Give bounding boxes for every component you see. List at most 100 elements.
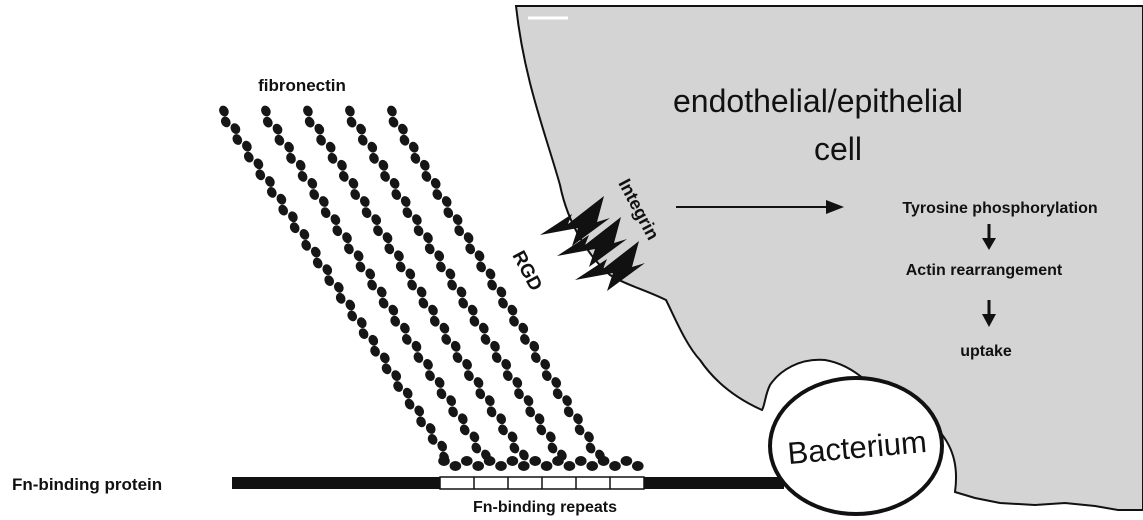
fibronectin-bead: [472, 375, 485, 389]
fibronectin-bead: [456, 412, 469, 426]
fibronectin-bead: [445, 393, 458, 407]
fibronectin-bead: [217, 104, 230, 118]
fibronectin-bead: [404, 267, 417, 281]
fibronectin-bead: [334, 291, 347, 305]
fibronectin-bound-bead: [632, 461, 644, 471]
fibronectin-bead: [306, 176, 319, 190]
fibronectin-bead: [252, 157, 265, 171]
fibronectin-bead: [458, 423, 471, 437]
cell-label-line2: cell: [814, 131, 862, 167]
fibronectin-bead: [424, 421, 437, 435]
fibronectin-bead: [421, 357, 434, 371]
fibronectin-bead: [301, 104, 314, 118]
fibronectin-bead: [511, 375, 524, 389]
fibronectin-bead: [410, 339, 423, 353]
fibronectin-bead: [462, 368, 475, 382]
fibronectin-bead: [360, 205, 373, 219]
fibronectin-bead: [392, 249, 405, 263]
fibronectin-bound-bead: [472, 461, 484, 471]
fibronectin-bead: [460, 357, 473, 371]
fibronectin-bead: [389, 314, 402, 328]
fibronectin-bead: [326, 151, 339, 165]
fibronectin-bead: [300, 238, 313, 252]
fibronectin-bead: [355, 316, 368, 330]
fibronectin-bead: [337, 169, 350, 183]
fibronectin-bead: [423, 242, 436, 256]
fibronectin-bound-bead: [609, 461, 621, 471]
fibronectin-bead: [512, 387, 525, 401]
fn-binding-repeats-label: Fn-binding repeats: [473, 499, 617, 516]
fibronectin-bead: [329, 212, 342, 226]
fibronectin-bead: [488, 339, 501, 353]
fibronectin-bead: [383, 242, 396, 256]
fn-binding-protein-label: Fn-binding protein: [12, 475, 162, 494]
fibronectin-bead: [501, 368, 514, 382]
fibronectin-bead: [398, 321, 411, 335]
fibronectin-bead: [415, 285, 428, 299]
fibronectin-bead: [444, 267, 457, 281]
fibronectin-bead: [438, 321, 451, 335]
fibronectin-bead: [378, 351, 391, 365]
fibronectin-bead: [468, 430, 481, 444]
fibronectin-bead: [385, 104, 398, 118]
fibronectin-bead: [273, 133, 286, 147]
fibronectin-bead: [346, 309, 359, 323]
fibronectin-bead: [364, 267, 377, 281]
tyrosine-phosphorylation-label: Tyrosine phosphorylation: [902, 200, 1097, 217]
fibronectin-bead: [282, 140, 295, 154]
fibronectin-bead: [254, 168, 267, 182]
fibronectin-bead: [259, 104, 272, 118]
fibronectin-bead: [446, 405, 459, 419]
fibronectin-bead: [343, 104, 356, 118]
fibronectin-bead: [380, 362, 393, 376]
fibronectin-bound-bead: [564, 461, 576, 471]
fibronectin-bound-bead: [450, 461, 462, 471]
cell-label-line1: endothelial/epithelial: [673, 83, 963, 119]
fibronectin-bead: [500, 357, 513, 371]
fibronectin-bead: [405, 278, 418, 292]
fibronectin-bead: [451, 350, 464, 364]
fibronectin-bead: [354, 122, 367, 136]
fibronectin-bead: [340, 231, 353, 245]
fibronectin-bead: [219, 115, 232, 129]
actin-rearrangement-label: Actin rearrangement: [906, 262, 1063, 279]
fibronectin-bead: [317, 194, 330, 208]
fibronectin-bead: [370, 212, 383, 226]
fibronectin-bead: [433, 249, 446, 263]
fibronectin-bead: [495, 412, 508, 426]
rgd-label: RGD: [508, 247, 546, 294]
fibronectin-bead: [349, 187, 362, 201]
fibronectin-bead: [366, 140, 379, 154]
fibronectin-bead: [474, 387, 487, 401]
fibronectin-bead: [428, 314, 441, 328]
fibronectin-bead: [381, 231, 394, 245]
fibronectin-bead: [434, 260, 447, 274]
fibronectin-bead: [367, 333, 380, 347]
fibronectin-bead: [319, 205, 332, 219]
fibronectin-bead: [303, 115, 316, 129]
fibronectin-bead: [294, 158, 307, 172]
fibronectin-bead: [229, 121, 242, 135]
fn-binding-protein-bar-left: [232, 477, 440, 489]
fibronectin-bead: [387, 303, 400, 317]
fibronectin-bead: [410, 212, 423, 226]
fibronectin-bead: [483, 393, 496, 407]
fibronectin-bead: [506, 430, 519, 444]
fibronectin-bead: [470, 441, 483, 455]
fibronectin-bead: [390, 368, 403, 382]
fibronectin-label: fibronectin: [258, 76, 346, 95]
fibronectin-bead: [331, 224, 344, 238]
fibronectin-bead: [344, 298, 357, 312]
fibronectin-bead: [288, 221, 301, 235]
fibronectin-bead: [435, 387, 448, 401]
fibronectin-bead: [324, 140, 337, 154]
fibronectin-bead: [332, 280, 345, 294]
fibronectin-bead: [522, 393, 535, 407]
uptake-label: uptake: [960, 343, 1012, 360]
fibronectin-bound-bead: [507, 456, 519, 466]
fibronectin-bead: [490, 350, 503, 364]
fibronectin-bound-bead: [438, 456, 450, 466]
fibronectin-bead: [517, 448, 530, 462]
fibronectin-bound-bead: [621, 456, 633, 466]
fibronectin-bead: [356, 133, 369, 147]
